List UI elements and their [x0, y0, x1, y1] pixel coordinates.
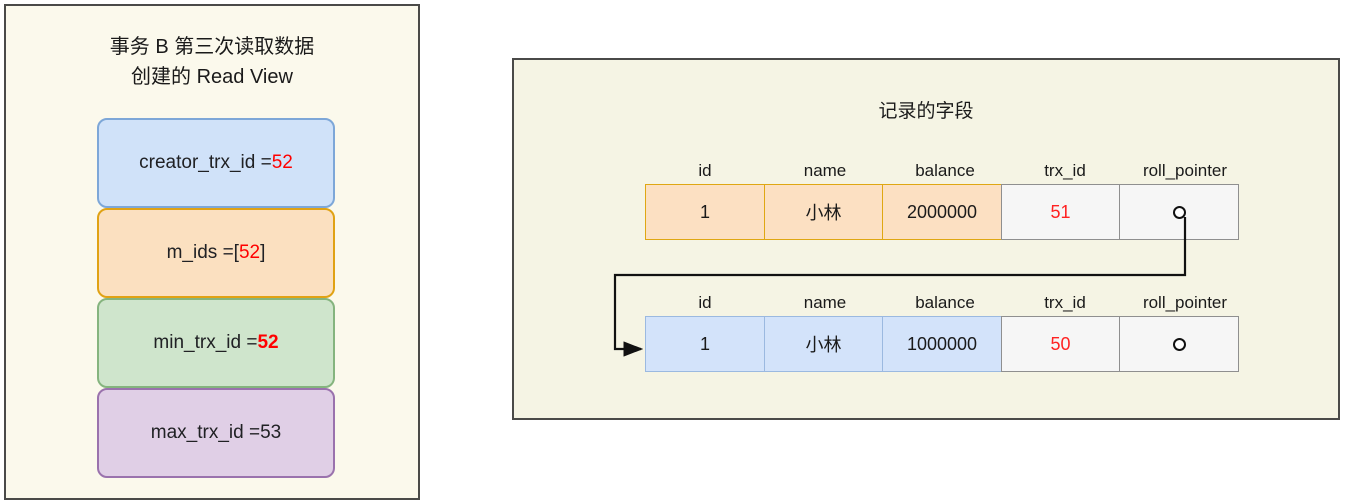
m-ids-value: 52: [238, 242, 261, 263]
pointer-circle-icon: [1172, 337, 1186, 351]
cell-balance: 2000000: [882, 184, 1002, 240]
column-header-trx-id: trx_id: [1044, 161, 1086, 180]
max-trx-id-label: max_trx_id =: [150, 422, 261, 443]
cell-id: 1: [645, 184, 765, 240]
m-ids-bracket-open: [: [233, 242, 239, 263]
current-version-record-table: id name balance trx_id roll_pointer 1 小林…: [645, 158, 1245, 240]
pointer-circle-icon: [1172, 205, 1186, 219]
read-view-panel: 事务 B 第三次读取数据 创建的 Read View creator_trx_i…: [4, 4, 420, 500]
column-header-roll-pointer: roll_pointer: [1142, 161, 1228, 180]
table-header-row: id name balance trx_id roll_pointer: [645, 290, 1245, 316]
table-row: 1 小林 2000000 51: [645, 184, 1245, 240]
column-header-balance: balance: [915, 161, 975, 180]
cell-balance: 1000000: [882, 316, 1002, 372]
read-view-field-creator-trx-id: creator_trx_id = 52: [97, 118, 335, 208]
column-header-id: id: [698, 161, 712, 180]
read-view-field-max-trx-id: max_trx_id = 53: [97, 388, 335, 478]
column-header-id: id: [698, 293, 712, 312]
cell-id: 1: [645, 316, 765, 372]
read-view-title: 事务 B 第三次读取数据 创建的 Read View: [109, 36, 315, 88]
record-fields-title: 记录的字段: [878, 101, 974, 122]
column-header-balance: balance: [915, 293, 975, 312]
table-row: 1 小林 1000000 50: [645, 316, 1245, 372]
read-view-field-min-trx-id: min_trx_id = 52: [97, 298, 335, 388]
min-trx-id-value: 52: [257, 332, 279, 353]
cell-name: 小林: [763, 316, 884, 372]
max-trx-id-value: 53: [260, 422, 282, 443]
cell-trx-id: 51: [1000, 184, 1121, 240]
cell-roll-pointer: [1119, 184, 1239, 240]
read-view-field-m-ids: m_ids = [52]: [97, 208, 335, 298]
undo-version-record-table: id name balance trx_id roll_pointer 1 小林…: [645, 290, 1245, 372]
creator-trx-id-label: creator_trx_id =: [139, 152, 272, 173]
cell-roll-pointer: [1119, 316, 1239, 372]
column-header-roll-pointer: roll_pointer: [1142, 293, 1228, 312]
min-trx-id-label: min_trx_id =: [153, 332, 258, 353]
creator-trx-id-value: 52: [271, 152, 293, 173]
column-header-trx-id: trx_id: [1044, 293, 1086, 312]
column-header-name: name: [803, 161, 847, 180]
table-header-row: id name balance trx_id roll_pointer: [645, 158, 1245, 184]
m-ids-label: m_ids =: [166, 242, 234, 263]
cell-trx-id: 50: [1000, 316, 1121, 372]
m-ids-bracket-close: ]: [260, 242, 266, 263]
column-header-name: name: [803, 293, 847, 312]
cell-name: 小林: [763, 184, 884, 240]
